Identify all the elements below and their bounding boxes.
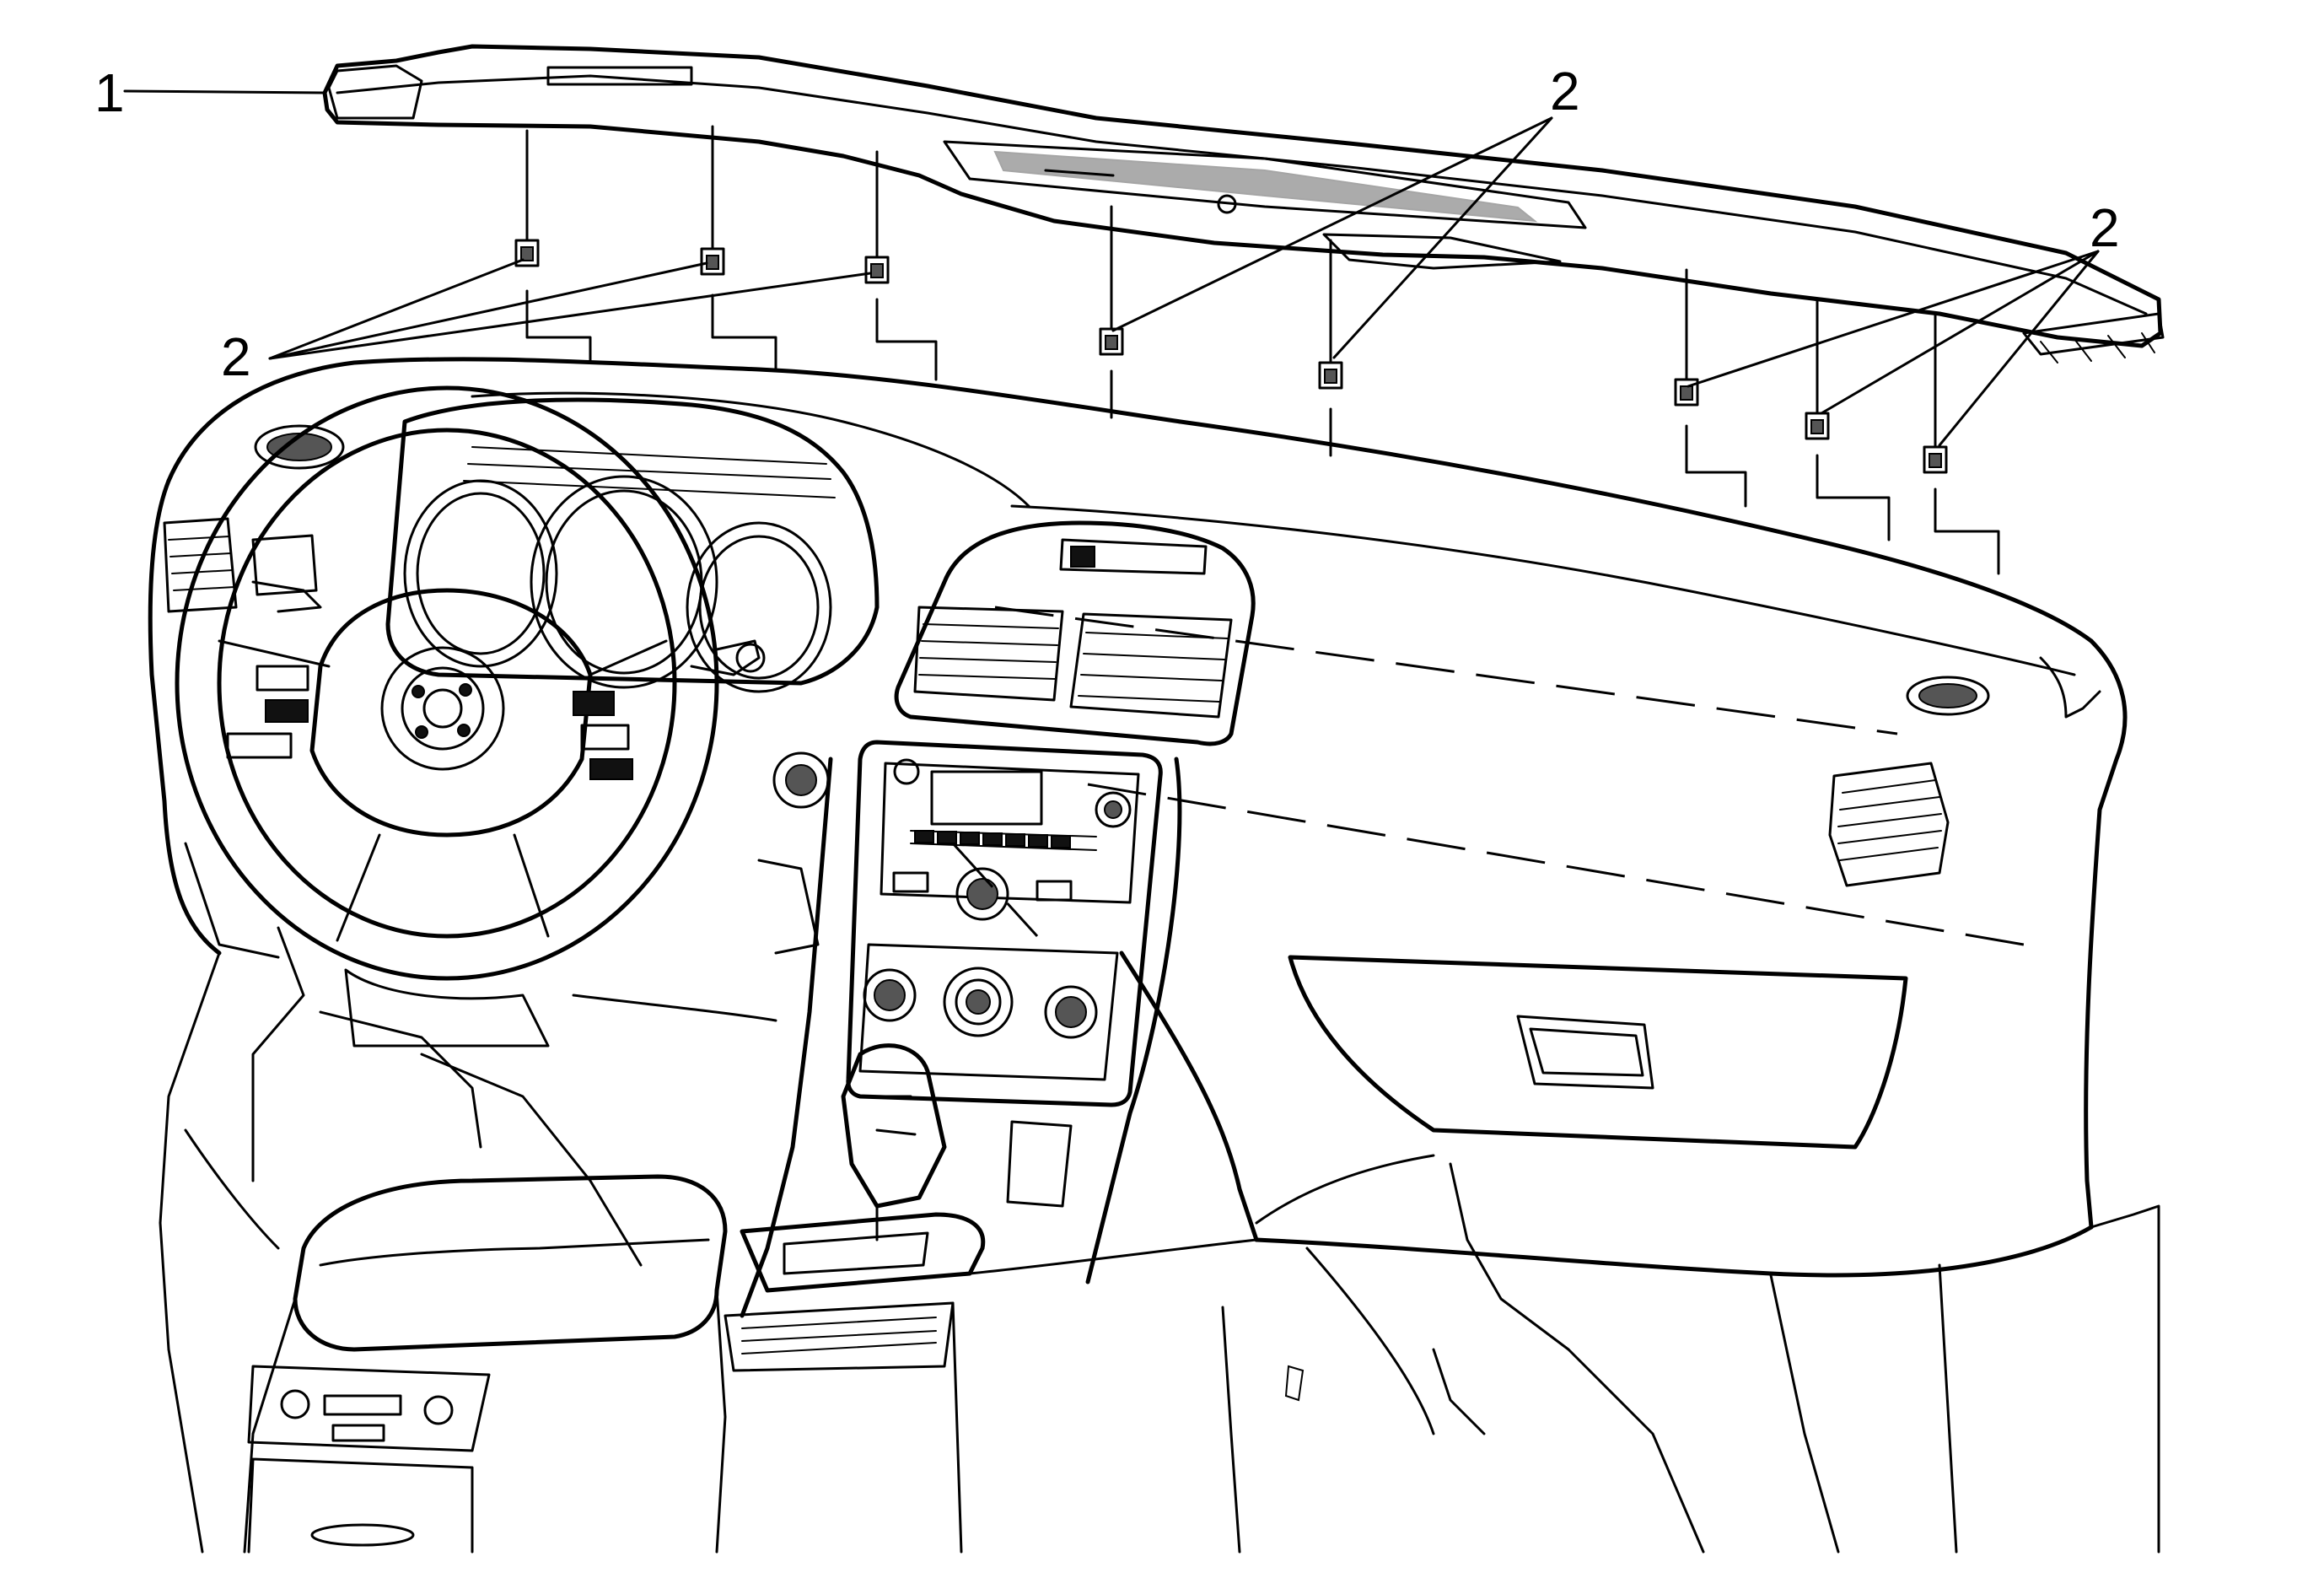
clip-7-icon bbox=[1805, 412, 1830, 440]
radio-unit bbox=[846, 740, 1163, 1107]
steering-hub-emblem bbox=[380, 646, 505, 771]
left-end-panel bbox=[148, 478, 1039, 1351]
fan-knob-icon bbox=[863, 968, 917, 1022]
steering-wheel bbox=[175, 385, 766, 1182]
glove-box bbox=[1288, 955, 1908, 1150]
clip-2-icon bbox=[700, 247, 725, 276]
callout-1-label: 1 bbox=[94, 62, 125, 123]
temp-knob-icon bbox=[1044, 985, 1098, 1039]
clip-1-icon bbox=[514, 239, 540, 267]
callout-2-label-center: 2 bbox=[1550, 61, 1580, 121]
fuel-gauge bbox=[686, 521, 832, 693]
mode-knob-icon bbox=[943, 967, 1014, 1037]
tachometer-gauge bbox=[403, 479, 558, 668]
callout-leaders bbox=[123, 89, 2100, 447]
ignition-switch-icon bbox=[772, 751, 830, 809]
floor-console bbox=[243, 1043, 1258, 1554]
center-air-vents-icon bbox=[913, 606, 1233, 719]
center-stack bbox=[740, 520, 1256, 1318]
retainer-clips bbox=[514, 125, 2000, 575]
clip-5-icon bbox=[1318, 361, 1343, 390]
clip-8-icon bbox=[1923, 445, 1948, 474]
instrument-cluster bbox=[385, 397, 880, 693]
volume-knob-icon bbox=[955, 867, 1009, 921]
center-armrest bbox=[243, 1174, 728, 1554]
speedometer-gauge bbox=[530, 475, 718, 689]
radio-preset-buttons bbox=[914, 830, 1071, 848]
clip-3-icon bbox=[864, 256, 890, 284]
left-air-vents-icon bbox=[163, 424, 345, 613]
steering-left-controls bbox=[226, 665, 309, 759]
floor-area bbox=[167, 1053, 1705, 1554]
callout-2-label-left: 2 bbox=[221, 326, 251, 387]
rear-climate-panel bbox=[247, 1365, 491, 1554]
callout-2-label-right: 2 bbox=[2090, 197, 2120, 258]
upper-trim-panel bbox=[322, 44, 2165, 364]
steering-right-controls bbox=[573, 691, 633, 780]
gear-shifter bbox=[841, 1043, 947, 1241]
climate-controls bbox=[858, 943, 1119, 1081]
right-air-vent-icon bbox=[1828, 676, 1990, 887]
instrument-panel bbox=[166, 357, 2160, 1554]
clip-4-icon bbox=[1099, 327, 1124, 356]
